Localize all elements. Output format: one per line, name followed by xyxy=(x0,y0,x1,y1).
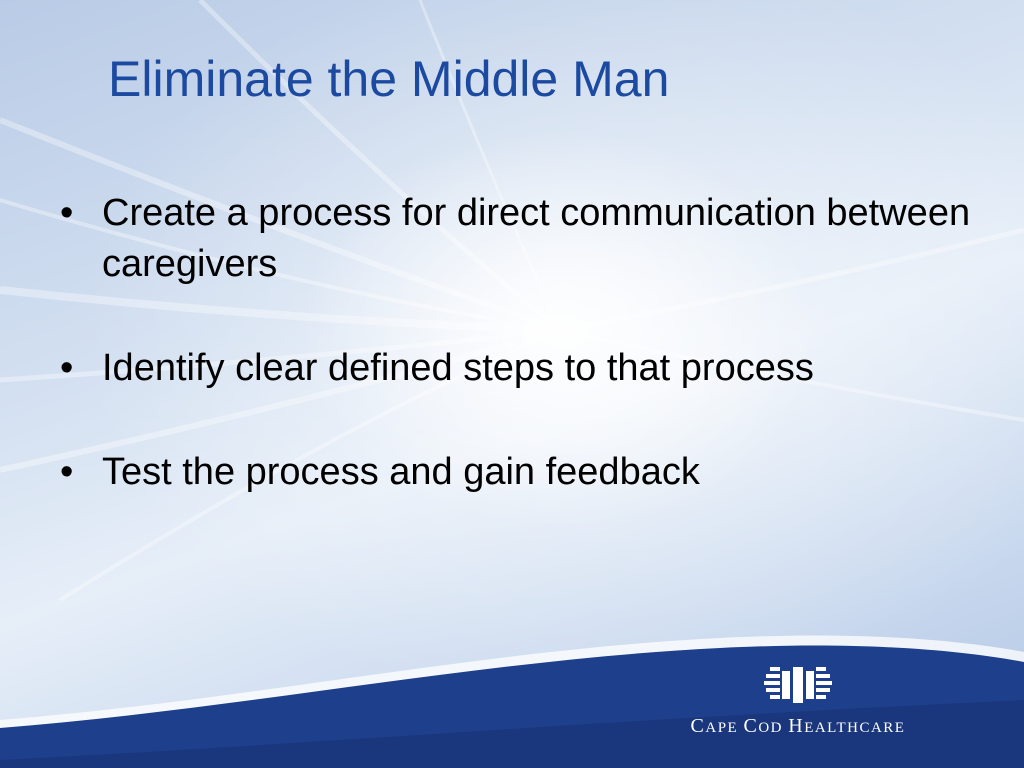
cape-cod-healthcare-logo: CAPE COD HEALTHCARE xyxy=(668,663,928,743)
bullet-item: • Test the process and gain feedback xyxy=(58,447,978,498)
bullet-item: • Create a process for direct communicat… xyxy=(58,188,978,290)
logo-wordmark: CAPE COD HEALTHCARE xyxy=(690,715,906,737)
bullet-marker: • xyxy=(60,192,74,234)
bullet-item: • Identify clear defined steps to that p… xyxy=(58,343,978,394)
bullet-list: • Create a process for direct communicat… xyxy=(58,188,978,551)
bullet-marker: • xyxy=(60,347,74,389)
slide-title: Eliminate the Middle Man xyxy=(108,51,670,107)
bullet-marker: • xyxy=(60,451,74,493)
bullet-text: Identify clear defined steps to that pro… xyxy=(102,347,814,389)
bullet-text: Test the process and gain feedback xyxy=(102,451,700,493)
cape-cod-healthcare-logo-icon xyxy=(764,667,832,703)
bullet-text: Create a process for direct communicatio… xyxy=(102,192,971,285)
